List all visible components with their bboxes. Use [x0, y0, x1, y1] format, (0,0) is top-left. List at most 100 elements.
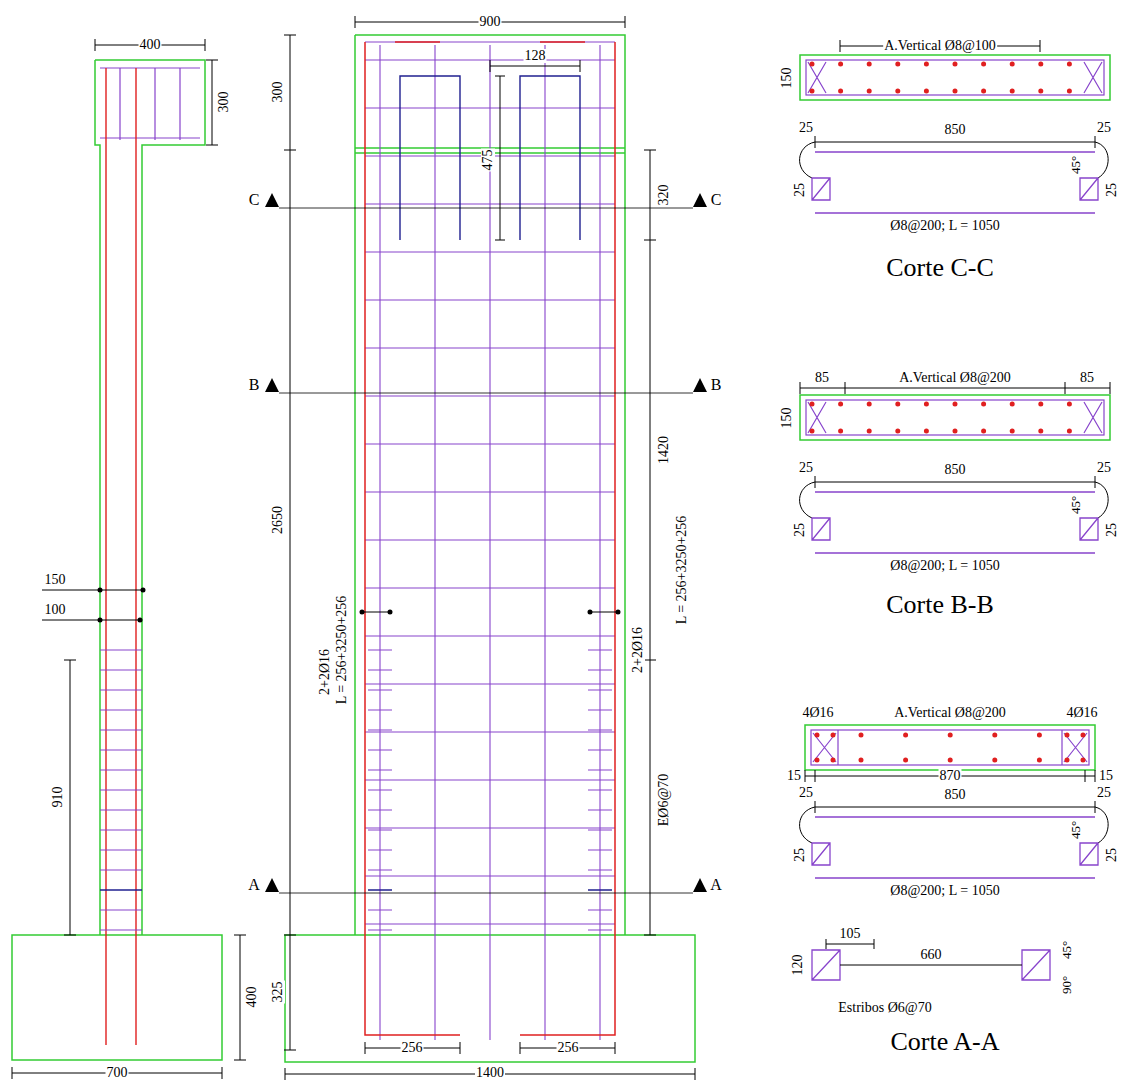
corner-ties — [808, 62, 1102, 93]
rebar-note: 4Ø16 — [801, 706, 834, 720]
section-stirrup — [806, 400, 1104, 435]
stirrups — [100, 650, 142, 930]
dimension-label: 85 — [1079, 371, 1095, 385]
vertical-rebar — [380, 45, 600, 1040]
section-title: Corte B-B — [885, 592, 995, 618]
dimension-label: 25 — [1096, 121, 1112, 135]
dimension-label: 45° — [1069, 495, 1082, 515]
dimension-lines — [805, 770, 1095, 782]
dimension-label: 700 — [106, 1066, 129, 1080]
rebar-note: L = 256+3250+256 — [335, 595, 349, 706]
dimension-label: 45° — [1069, 155, 1082, 175]
corner-ties — [808, 402, 1102, 433]
dimension-label: 25 — [1096, 786, 1112, 800]
dimension-label: 25 — [1105, 847, 1119, 863]
cap-rebar — [100, 68, 200, 140]
rebar-note: A.Vertical Ø8@100 — [883, 39, 997, 53]
rebar-note: Ø8@200; L = 1050 — [889, 884, 1000, 898]
rebar-note: Ø8@200; L = 1050 — [889, 559, 1000, 573]
edge-stirrups — [368, 650, 612, 930]
stirrup-highlight — [368, 889, 612, 891]
rebar-note: A.Vertical Ø8@200 — [898, 371, 1012, 385]
rebar-note: Ø8@200; L = 1050 — [889, 219, 1000, 233]
section-cut-lines — [279, 208, 693, 893]
dimension-label: 150 — [780, 67, 794, 90]
edge-bars — [817, 735, 1084, 760]
section-stirrup — [806, 60, 1104, 95]
dimension-label: 150 — [44, 573, 67, 587]
dimension-label: 15 — [1098, 769, 1114, 783]
rebar-note: 2+2Ø16 — [631, 626, 645, 674]
hook-arcs — [800, 142, 1109, 178]
dimension-label: 256 — [557, 1041, 580, 1055]
dimension-label: 15 — [786, 769, 802, 783]
vertical-bars — [861, 735, 1040, 760]
edge-rebar — [365, 42, 615, 1035]
section-letter: C — [710, 192, 723, 208]
dimension-label: 1420 — [657, 435, 671, 465]
dimension-label: 850 — [944, 123, 967, 137]
dimension-label: 25 — [793, 182, 807, 198]
vertical-bars — [812, 64, 1098, 91]
concrete-outline — [95, 60, 205, 935]
dimension-label: 2650 — [271, 505, 285, 535]
vertical-rebar — [106, 68, 136, 1045]
leader-dots — [362, 610, 620, 615]
section-letter: A — [247, 877, 261, 893]
dimension-label: 850 — [944, 788, 967, 802]
rebar-leaders — [360, 612, 620, 613]
stirrup-hook-detail — [800, 801, 1109, 878]
dimension-label: 45° — [1060, 940, 1073, 960]
dimension-label: 660 — [920, 948, 943, 962]
section-outline — [800, 55, 1110, 100]
dimension-label: 256 — [401, 1041, 424, 1055]
section-title: Corte C-C — [885, 255, 995, 281]
stirrup-hook-detail — [800, 136, 1109, 213]
dimension-label: 400 — [245, 986, 259, 1009]
stirrup-hook-detail — [800, 476, 1109, 553]
dimension-label: 90° — [1060, 975, 1073, 995]
rebar-note: 4Ø16 — [1065, 706, 1098, 720]
rebar-note: EØ6@70 — [657, 773, 671, 828]
dimension-label: 100 — [44, 603, 67, 617]
dimension-label: 1400 — [475, 1066, 505, 1080]
dimension-label: 850 — [944, 463, 967, 477]
dimension-label: 45° — [1069, 820, 1082, 840]
dimension-label: 325 — [271, 981, 285, 1004]
section-stirrup — [811, 730, 1089, 765]
dimension-dots — [98, 588, 146, 623]
dimension-label: 25 — [798, 461, 814, 475]
dimension-label: 85 — [814, 371, 830, 385]
rebar-note: L = 256+3250+256 — [675, 515, 689, 626]
dimension-label: 400 — [139, 38, 162, 52]
dimension-label: 25 — [793, 522, 807, 538]
footing-outline — [12, 935, 222, 1060]
dimension-label: 475 — [481, 149, 495, 172]
dimension-label: 900 — [479, 15, 502, 29]
dimension-label: 25 — [1105, 522, 1119, 538]
dimension-lines — [12, 39, 246, 1079]
rebar-note: 2+2Ø16 — [318, 648, 332, 696]
dimension-label: 870 — [939, 769, 962, 783]
dimension-label: 25 — [1096, 461, 1112, 475]
dimension-lines — [284, 16, 695, 1080]
section-title: Corte A-A — [889, 1029, 1000, 1055]
vertical-bars — [812, 404, 1098, 431]
dimension-label: 25 — [798, 786, 814, 800]
section-outline — [800, 395, 1110, 440]
dimension-label: 320 — [657, 184, 671, 207]
edge-ties — [813, 730, 1087, 765]
dimension-label: 25 — [1105, 182, 1119, 198]
dimension-label: 105 — [839, 927, 862, 941]
u-bars — [400, 76, 580, 240]
dimension-lines — [815, 136, 1095, 148]
section-letter: B — [248, 377, 261, 393]
dimension-label: 300 — [271, 81, 285, 104]
dimension-label: 25 — [798, 121, 814, 135]
rebar-note: Estribos Ø6@70 — [837, 1001, 932, 1015]
dimension-label: 300 — [217, 91, 231, 114]
dimension-label: 120 — [791, 954, 805, 977]
section-letter: C — [248, 192, 261, 208]
stirrup-highlight — [100, 889, 142, 891]
